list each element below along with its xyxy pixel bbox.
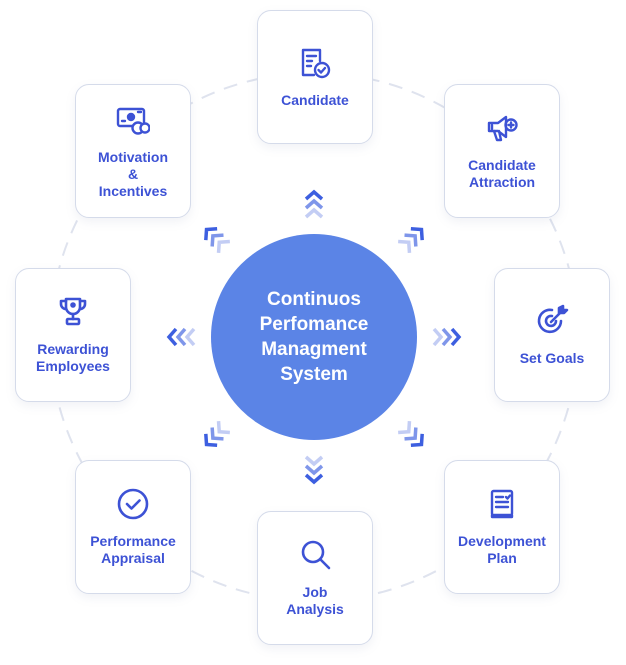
chevron-stroke bbox=[304, 473, 324, 485]
chevron-stroke bbox=[404, 233, 418, 247]
chevron-stroke bbox=[175, 327, 187, 347]
node-label: Performance Appraisal bbox=[90, 533, 176, 566]
chevron-stroke bbox=[166, 327, 178, 347]
chevron-stroke bbox=[184, 327, 196, 347]
node-label: Candidate bbox=[281, 91, 349, 108]
money-coins-icon bbox=[116, 103, 150, 137]
chevron-stroke bbox=[410, 433, 424, 447]
node-candidate[interactable]: Candidate bbox=[257, 10, 373, 144]
node-candidate-attraction[interactable]: Candidate Attraction bbox=[444, 84, 560, 218]
chevron-stroke bbox=[304, 198, 324, 210]
chevron-stroke bbox=[304, 464, 324, 476]
chevron-arrows-icon bbox=[294, 450, 334, 490]
chevron-stroke bbox=[204, 227, 218, 241]
chevron-arrows-icon bbox=[294, 184, 334, 224]
center-circle: Continuos Perfomance Managment System bbox=[211, 234, 417, 440]
chevron-arrows-icon bbox=[195, 218, 235, 258]
chevron-arrows-icon bbox=[393, 218, 433, 258]
chevron-stroke bbox=[304, 455, 324, 467]
chevron-stroke bbox=[210, 233, 224, 247]
chevron-stroke bbox=[216, 421, 230, 435]
chevron-stroke bbox=[450, 327, 462, 347]
chevron-arrows-icon bbox=[195, 416, 235, 456]
node-motivation-incentives[interactable]: Motivation & Incentives bbox=[75, 84, 191, 218]
node-label: Rewarding Employees bbox=[36, 341, 110, 374]
chevron-stroke bbox=[432, 327, 444, 347]
node-label: Set Goals bbox=[519, 349, 585, 366]
chevron-stroke bbox=[216, 239, 230, 253]
chevron-stroke bbox=[210, 427, 224, 441]
node-label: Job Analysis bbox=[286, 584, 344, 617]
chevron-stroke bbox=[441, 327, 453, 347]
check-circle-icon bbox=[116, 487, 150, 521]
node-label: Motivation & Incentives bbox=[98, 148, 168, 199]
chevron-arrows-icon bbox=[427, 317, 467, 357]
chevron-stroke bbox=[204, 433, 218, 447]
chevron-stroke bbox=[304, 189, 324, 201]
node-set-goals[interactable]: Set Goals bbox=[494, 268, 610, 402]
target-arrow-icon bbox=[535, 304, 569, 338]
node-development-plan[interactable]: Development Plan bbox=[444, 460, 560, 594]
node-performance-appraisal[interactable]: Performance Appraisal bbox=[75, 460, 191, 594]
chevron-stroke bbox=[398, 421, 412, 435]
trophy-icon bbox=[56, 295, 90, 329]
center-title: Continuos Perfomance Managment System bbox=[259, 289, 369, 385]
node-label: Development Plan bbox=[458, 533, 546, 566]
chevron-arrows-icon bbox=[161, 317, 201, 357]
chevron-stroke bbox=[410, 227, 424, 241]
node-job-analysis[interactable]: Job Analysis bbox=[257, 511, 373, 645]
chevron-stroke bbox=[404, 427, 418, 441]
notebook-icon bbox=[485, 487, 519, 521]
chevron-stroke bbox=[304, 207, 324, 219]
chevron-arrows-icon bbox=[393, 416, 433, 456]
document-check-icon bbox=[298, 46, 332, 80]
node-label: Candidate Attraction bbox=[468, 157, 536, 190]
chevron-stroke bbox=[398, 239, 412, 253]
node-rewarding-employees[interactable]: Rewarding Employees bbox=[15, 268, 131, 402]
search-icon bbox=[298, 538, 332, 572]
megaphone-plus-icon bbox=[485, 111, 519, 145]
